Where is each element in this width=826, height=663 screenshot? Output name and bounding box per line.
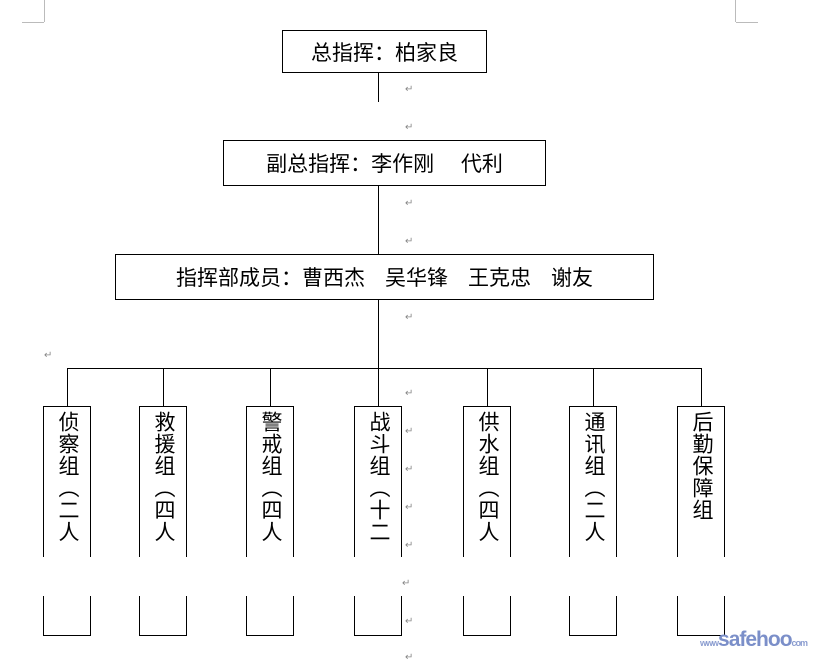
group-connector-line <box>487 368 488 406</box>
group-label: 通讯组（二人 <box>582 411 606 543</box>
group-label: 后勤保障组 <box>690 411 714 521</box>
margin-corner-mark <box>736 22 758 23</box>
group-box: 侦察组（二人 <box>43 406 91 557</box>
group-box: 供水组（四人 <box>463 406 511 557</box>
paragraph-mark: ↵ <box>405 122 414 133</box>
margin-corner-mark <box>22 22 44 23</box>
group-connector-line <box>378 368 379 406</box>
deputy-label: 副总指挥： <box>266 152 372 176</box>
paragraph-mark: ↵ <box>44 350 53 361</box>
paragraph-mark: ↵ <box>405 426 414 437</box>
paragraph-mark: ↵ <box>405 502 414 513</box>
group-box-bottom <box>246 596 294 636</box>
paragraph-mark: ↵ <box>405 616 414 627</box>
members-names: 曹西杰 吴华锋 王克忠 谢友 <box>301 266 594 290</box>
group-box-bottom <box>139 596 187 636</box>
deputy-box: 副总指挥：李作刚 代利 <box>223 140 546 186</box>
group-connector-line <box>270 368 271 406</box>
commander-label: 总指挥： <box>311 40 395 65</box>
paragraph-mark: ↵ <box>405 540 414 551</box>
group-box-bottom <box>569 596 617 636</box>
paragraph-mark: ↵ <box>405 84 414 95</box>
group-label: 侦察组（二人 <box>56 411 80 543</box>
group-label: 警戒组（四人 <box>259 411 283 543</box>
group-connector-line <box>701 368 702 406</box>
group-box: 通讯组（二人 <box>569 406 617 557</box>
group-connector-line <box>67 368 68 406</box>
paragraph-mark: ↵ <box>405 198 414 209</box>
group-box: 战斗组（十二 <box>354 406 402 557</box>
margin-corner-mark <box>735 0 736 22</box>
group-connector-line <box>163 368 164 406</box>
group-box-bottom <box>354 596 402 636</box>
group-box-bottom <box>43 596 91 636</box>
group-label: 救援组（四人 <box>152 411 176 543</box>
connector-line <box>378 300 379 406</box>
watermark-logo: wwwsafehoocom <box>700 628 808 651</box>
paragraph-mark: ↵ <box>405 312 414 323</box>
group-box: 救援组（四人 <box>139 406 187 557</box>
paragraph-mark: ↵ <box>402 578 411 589</box>
members-box: 指挥部成员：曹西杰 吴华锋 王克忠 谢友 <box>115 254 654 300</box>
group-label: 供水组（四人 <box>476 411 500 543</box>
group-connector-line <box>593 368 594 406</box>
commander-box: 总指挥：柏家良 <box>282 30 487 73</box>
paragraph-mark: ↵ <box>405 236 414 247</box>
branch-line <box>67 368 702 369</box>
members-label: 指挥部成员： <box>175 266 302 290</box>
paragraph-mark: ↵ <box>405 388 414 399</box>
paragraph-mark: ↵ <box>405 464 414 475</box>
group-box: 警戒组（四人 <box>246 406 294 557</box>
group-box-bottom <box>677 596 725 636</box>
group-box-bottom <box>463 596 511 636</box>
commander-name: 柏家良 <box>395 40 458 65</box>
connector-line <box>378 73 379 102</box>
group-label: 战斗组（十二 <box>367 411 391 543</box>
deputy-names: 李作刚 代利 <box>371 152 503 176</box>
margin-corner-mark <box>44 0 45 22</box>
group-box: 后勤保障组 <box>677 406 725 557</box>
paragraph-mark: ↵ <box>405 652 414 663</box>
connector-line <box>378 186 379 254</box>
